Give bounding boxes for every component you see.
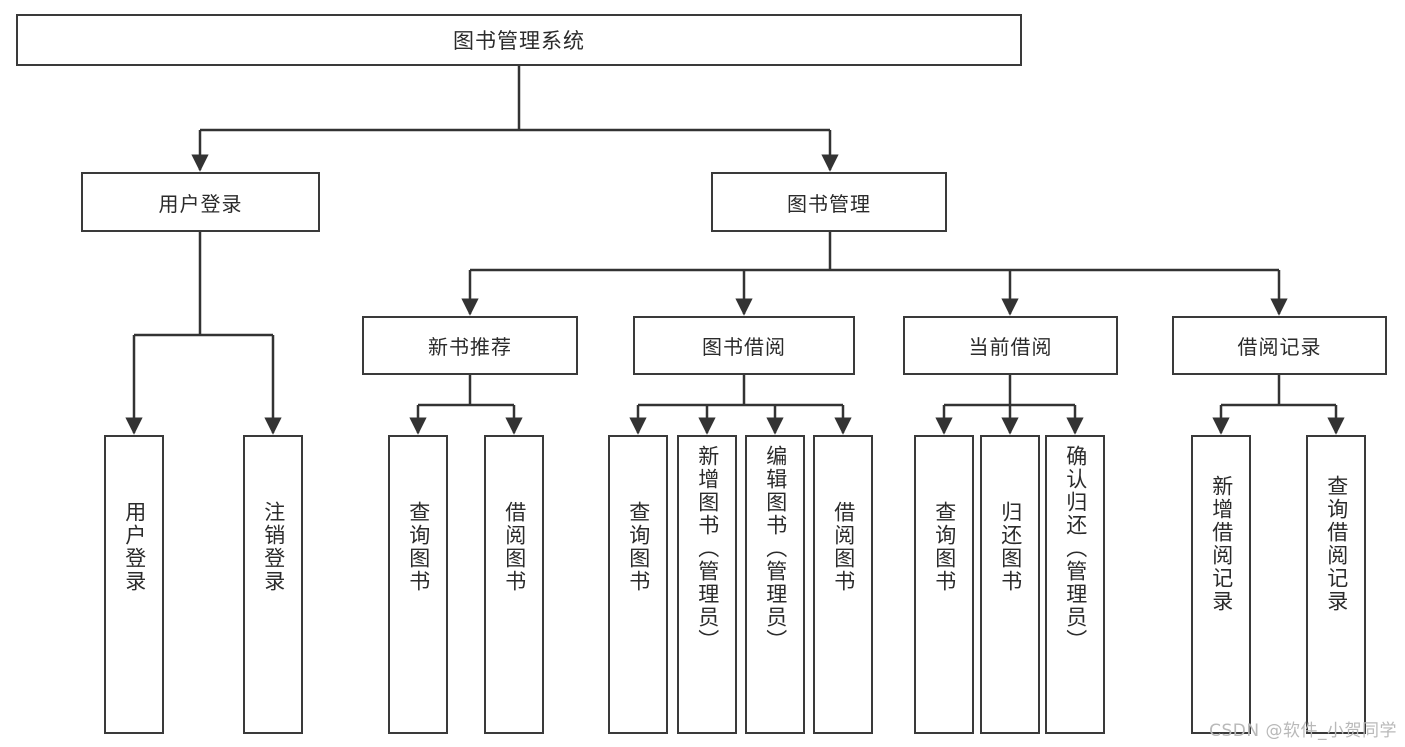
leaf-user-login-signout[interactable]: 注销登录 <box>243 435 303 734</box>
leaf-label: 借阅图书 <box>502 501 527 593</box>
leaf-label: 查询借阅记录 <box>1324 475 1349 613</box>
leaf-label: 查询图书 <box>406 501 431 593</box>
leaf-user-login-signin[interactable]: 用户登录 <box>104 435 164 734</box>
node-borrow-record[interactable]: 借阅记录 <box>1172 316 1387 375</box>
leaf-label: 新增图书（管理员） <box>695 445 720 652</box>
node-label: 图书管理系统 <box>453 29 585 53</box>
leaf-record-query-borrow-record[interactable]: 查询借阅记录 <box>1306 435 1366 734</box>
leaf-label: 确认归还（管理员） <box>1063 445 1088 652</box>
leaf-current-return-book[interactable]: 归还图书 <box>980 435 1040 734</box>
node-current-borrow[interactable]: 当前借阅 <box>903 316 1118 375</box>
leaf-label: 编辑图书（管理员） <box>763 445 788 652</box>
node-label: 图书管理 <box>787 191 871 216</box>
node-root-system[interactable]: 图书管理系统 <box>16 14 1022 66</box>
node-user-login[interactable]: 用户登录 <box>81 172 320 232</box>
node-book-borrow[interactable]: 图书借阅 <box>633 316 855 375</box>
leaf-record-add-borrow-record[interactable]: 新增借阅记录 <box>1191 435 1251 734</box>
leaf-label: 用户登录 <box>122 501 147 593</box>
node-label: 新书推荐 <box>428 335 512 359</box>
leaf-borrow-query-book[interactable]: 查询图书 <box>608 435 668 734</box>
leaf-borrow-add-book-admin[interactable]: 新增图书（管理员） <box>677 435 737 734</box>
node-label: 用户登录 <box>158 191 243 216</box>
node-new-book-recommend[interactable]: 新书推荐 <box>362 316 578 375</box>
node-label: 图书借阅 <box>702 335 786 359</box>
leaf-label: 新增借阅记录 <box>1209 475 1234 613</box>
leaf-borrow-edit-book-admin[interactable]: 编辑图书（管理员） <box>745 435 805 734</box>
leaf-current-confirm-return-admin[interactable]: 确认归还（管理员） <box>1045 435 1105 734</box>
node-label: 借阅记录 <box>1237 335 1322 359</box>
node-book-management[interactable]: 图书管理 <box>711 172 947 232</box>
leaf-new-book-borrow[interactable]: 借阅图书 <box>484 435 544 734</box>
leaf-label: 归还图书 <box>998 501 1023 593</box>
leaf-label: 查询图书 <box>626 501 651 593</box>
leaf-label: 注销登录 <box>261 501 286 593</box>
leaf-current-query-book[interactable]: 查询图书 <box>914 435 974 734</box>
leaf-borrow-borrow-book[interactable]: 借阅图书 <box>813 435 873 734</box>
watermark-csdn: CSDN @软件_小贺同学 <box>1209 721 1397 741</box>
node-label: 当前借阅 <box>968 335 1053 359</box>
leaf-label: 借阅图书 <box>831 501 856 593</box>
leaf-new-book-query[interactable]: 查询图书 <box>388 435 448 734</box>
leaf-label: 查询图书 <box>932 501 957 593</box>
